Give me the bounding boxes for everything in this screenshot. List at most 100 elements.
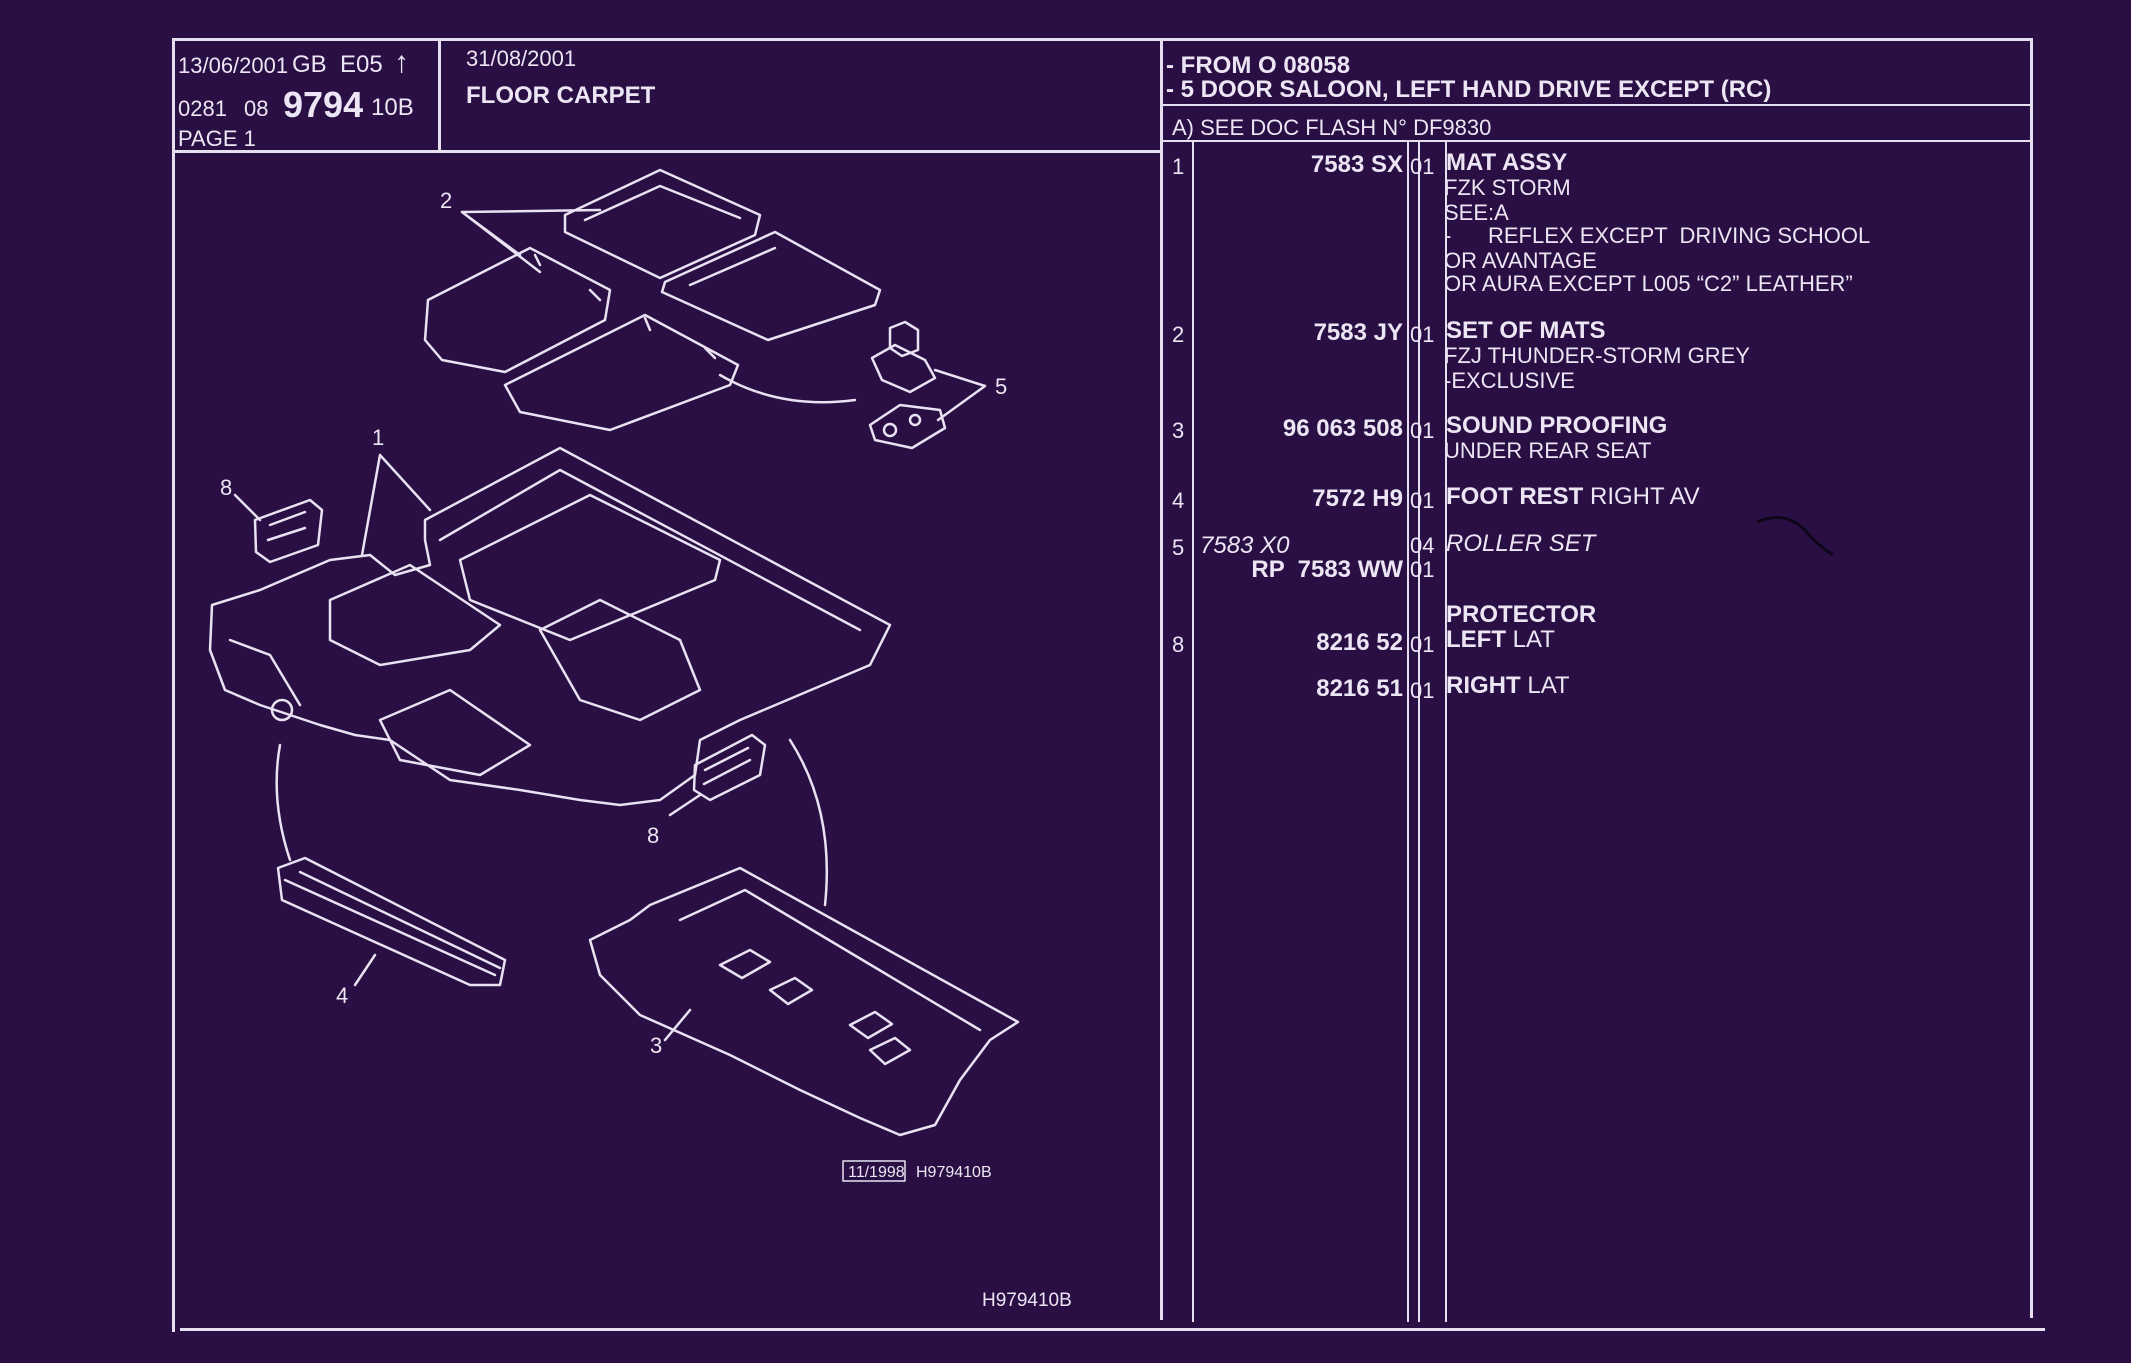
callout-label: 1 [372, 425, 384, 450]
part-ref: 8216 51 [1316, 675, 1403, 702]
part-desc-title: RIGHT LAT [1446, 674, 1570, 698]
exploded-parts-diagram: 2 1 5 8 8 4 3 11/1998 H979410B H979410B [208, 168, 1072, 1311]
main-floor-carpet [208, 446, 892, 807]
callout-leader [233, 493, 262, 522]
ref-number: 9794 [283, 84, 364, 125]
callout-label: 3 [650, 1033, 662, 1058]
roller-clip-upper [870, 320, 937, 394]
header-divider [172, 150, 1162, 153]
callout-leader [663, 1008, 692, 1042]
drawing-right-border [1160, 38, 1163, 1320]
second-date: 31/08/2001 [466, 46, 577, 71]
page-label: PAGE 1 [178, 126, 256, 151]
ref-group: 08 [244, 96, 269, 121]
item-number: 2 [1172, 322, 1185, 347]
item-number: 8 [1172, 632, 1185, 657]
guide-curve [788, 738, 829, 907]
up-arrow-icon: ↑ [394, 46, 409, 79]
part-qty: 01 [1410, 418, 1435, 443]
frame-bottom [180, 1328, 2045, 1331]
part-desc-line: - REFLEX EXCEPT DRIVING SCHOOL [1444, 223, 1871, 248]
frame-left [172, 38, 175, 1332]
doc-date: 13/06/2001 [178, 53, 289, 78]
page-title: FLOOR CARPET [466, 82, 656, 109]
mat-front-left [563, 168, 762, 280]
part-desc-title: MAT ASSY [1446, 149, 1568, 176]
frame-right [2030, 38, 2033, 1318]
col-ref-sep [1407, 142, 1409, 1322]
part-ref-replacement: RP 7583 WW [1251, 556, 1403, 583]
callout-leader [360, 453, 432, 557]
part-desc-line: FZK STORM [1444, 175, 1571, 200]
part-desc-line: OR AURA EXCEPT L005 “C2” LEATHER” [1444, 271, 1853, 296]
ref-suffix: 10B [371, 94, 414, 121]
callout-label: 4 [336, 983, 348, 1008]
leader-curve [718, 373, 857, 404]
protector-right [692, 733, 767, 802]
part-desc-title: FOOT REST RIGHT AV [1446, 485, 1700, 509]
item-number: 5 [1172, 535, 1185, 560]
part-desc-line: UNDER REAR SEAT [1444, 438, 1652, 463]
callout-label: 8 [647, 823, 659, 848]
part-qty: 01 [1410, 322, 1435, 347]
foot-rest [276, 856, 507, 987]
part-desc-title: PROTECTOR [1446, 601, 1597, 628]
callout-leader [933, 368, 987, 422]
header-vsep [438, 38, 441, 152]
header-divider-right [1160, 104, 2032, 106]
applicability-line-1: - FROM O 08058 [1166, 52, 1351, 79]
ref-prefix: 0281 [178, 96, 227, 121]
callout-label: 5 [995, 374, 1007, 399]
part-desc-title: SOUND PROOFING [1446, 412, 1668, 439]
part-desc-line: -EXCLUSIVE [1444, 368, 1575, 393]
part-desc-line: SEE:A [1444, 200, 1509, 225]
part-ref: 7583 JY [1313, 319, 1403, 346]
callout-leader [460, 208, 602, 274]
roller-clip-lower [868, 403, 947, 450]
date-stamp-box [842, 1160, 906, 1182]
part-desc-normal: LAT [1520, 672, 1570, 699]
doc-flash-note: A) SEE DOC FLASH N° DF9830 [1172, 115, 1492, 140]
part-ref: 7572 H9 [1312, 485, 1403, 512]
protector-left [253, 498, 324, 564]
part-desc-bold: LEFT [1446, 626, 1506, 653]
callout-leader [668, 793, 702, 817]
stamp-date: 11/1998 [848, 1164, 905, 1181]
language-code: GB [292, 51, 327, 78]
part-desc-line: FZJ THUNDER-STORM GREY [1444, 343, 1750, 368]
frame-top [172, 38, 2032, 41]
part-desc-line: ROLLER SET [1446, 530, 1596, 557]
applicability-line-2: - 5 DOOR SALOON, LEFT HAND DRIVE EXCEPT … [1166, 76, 1772, 103]
part-desc-normal: LAT [1506, 626, 1555, 653]
callout-label: 8 [220, 475, 232, 500]
part-qty: 01 [1410, 632, 1435, 657]
item-number: 1 [1172, 154, 1185, 179]
mat-front-right [660, 230, 882, 342]
callout-label: 2 [440, 188, 452, 213]
item-number: 3 [1172, 418, 1185, 443]
callout-leader [353, 953, 377, 987]
part-desc-title: LEFT LAT [1446, 628, 1555, 652]
part-desc-bold: RIGHT [1446, 672, 1521, 699]
mat-rear-right [503, 313, 740, 432]
part-ref: 7583 X0 [1200, 532, 1290, 559]
part-desc-normal: RIGHT AV [1583, 483, 1700, 510]
item-number: 4 [1172, 488, 1185, 513]
part-qty: 01 [1410, 557, 1435, 582]
part-desc-line: OR AVANTAGE [1444, 248, 1597, 273]
col-qty-sep [1445, 142, 1447, 1322]
sound-proofing [588, 866, 1020, 1137]
col-qty-sep2 [1418, 142, 1420, 1322]
guide-curve [275, 743, 292, 862]
mat-rear-left [423, 246, 612, 374]
part-ref: 7583 SX [1310, 151, 1403, 178]
edition-code: E05 [340, 51, 383, 78]
footer-ref: H979410B [982, 1290, 1072, 1311]
part-qty: 01 [1410, 678, 1435, 703]
note-divider [1160, 140, 2032, 142]
part-qty: 01 [1410, 488, 1435, 513]
part-qty: 01 [1410, 154, 1435, 179]
col-item-sep [1192, 142, 1194, 1322]
part-ref: 96 063 508 [1282, 415, 1403, 442]
part-ref: 8216 52 [1316, 629, 1403, 656]
